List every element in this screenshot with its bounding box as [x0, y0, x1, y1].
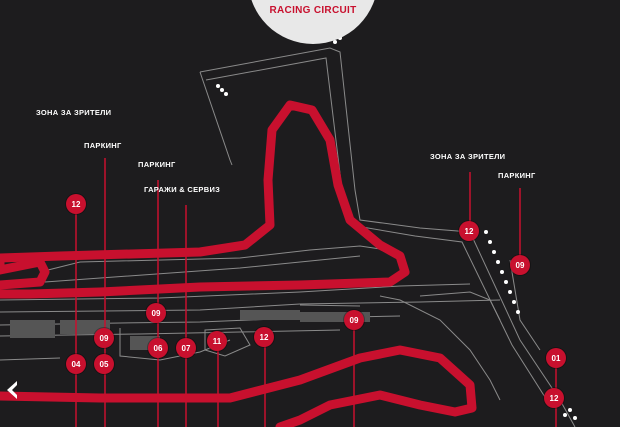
label-spectator-zone-left: ЗОНА ЗА ЗРИТЕЛИ	[36, 108, 112, 117]
logo-subtitle: RACING CIRCUIT	[269, 5, 357, 16]
marker-11[interactable]: 11	[207, 331, 227, 351]
leader-lines	[75, 158, 557, 427]
chevron-left-icon[interactable]	[5, 380, 21, 402]
label-parking-2: ПАРКИНГ	[138, 160, 176, 169]
marker-06[interactable]: 06	[148, 338, 168, 358]
marker-07[interactable]: 07	[176, 338, 196, 358]
infrastructure-outline	[0, 47, 576, 427]
marker-12-bottom[interactable]: 12	[544, 388, 564, 408]
marker-09-c[interactable]: 09	[344, 310, 364, 330]
marker-04[interactable]: 04	[66, 354, 86, 374]
marker-12-mid[interactable]: 12	[254, 327, 274, 347]
marker-09-b[interactable]: 09	[94, 328, 114, 348]
marker-05[interactable]: 05	[94, 354, 114, 374]
marker-09-right[interactable]: 09	[510, 255, 530, 275]
marker-12-right[interactable]: 12	[459, 221, 479, 241]
label-garages: ГАРАЖИ & СЕРВИЗ	[144, 185, 221, 194]
tyre-barriers	[216, 36, 577, 420]
marker-09-a[interactable]: 09	[146, 303, 166, 323]
label-spectator-zone-right: ЗОНА ЗА ЗРИТЕЛИ	[430, 152, 506, 161]
chevron-left-shape	[7, 381, 17, 399]
marker-01[interactable]: 01	[546, 348, 566, 368]
label-parking-right: ПАРКИНГ	[498, 171, 536, 180]
race-track	[0, 100, 477, 427]
marker-12-left[interactable]: 12	[66, 194, 86, 214]
label-parking-1: ПАРКИНГ	[84, 141, 122, 150]
